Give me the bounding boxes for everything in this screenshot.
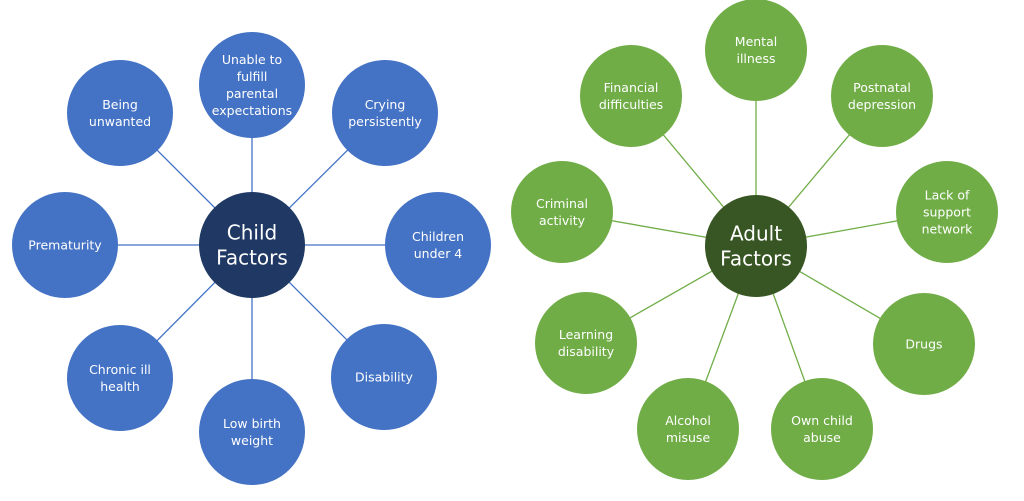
adult-node-alcohol-misuse	[637, 378, 739, 480]
adult-center-node	[705, 195, 807, 297]
child-center-node	[199, 192, 305, 298]
child-label-disability: Disability	[355, 370, 414, 385]
adult-node-drugs	[873, 293, 975, 395]
adult-node-own-child-abuse	[771, 378, 873, 480]
adult-node-learning-disability	[535, 292, 637, 394]
adult-node-lack-of-support-network	[896, 161, 998, 263]
adult-label-drugs: Drugs	[905, 337, 942, 352]
child-node-being-unwanted	[67, 60, 173, 166]
child-node-children-under-4	[385, 192, 491, 298]
adult-node-criminal-activity	[511, 161, 613, 263]
child-node-prematurity	[12, 192, 118, 298]
adult-node-financial-difficulties	[580, 45, 682, 147]
adult-node-mental-illness	[705, 0, 807, 101]
child-node-low-birth-weight	[199, 379, 305, 485]
child-label-prematurity: Prematurity	[28, 238, 102, 253]
child-node-disability	[331, 324, 437, 430]
child-node-chronic-ill-health	[67, 325, 173, 431]
adult-node-postnatal-depression	[831, 45, 933, 147]
child-node-unable-to-fulfill-parental-expectations	[199, 32, 305, 138]
child-node-crying-persistently	[332, 60, 438, 166]
